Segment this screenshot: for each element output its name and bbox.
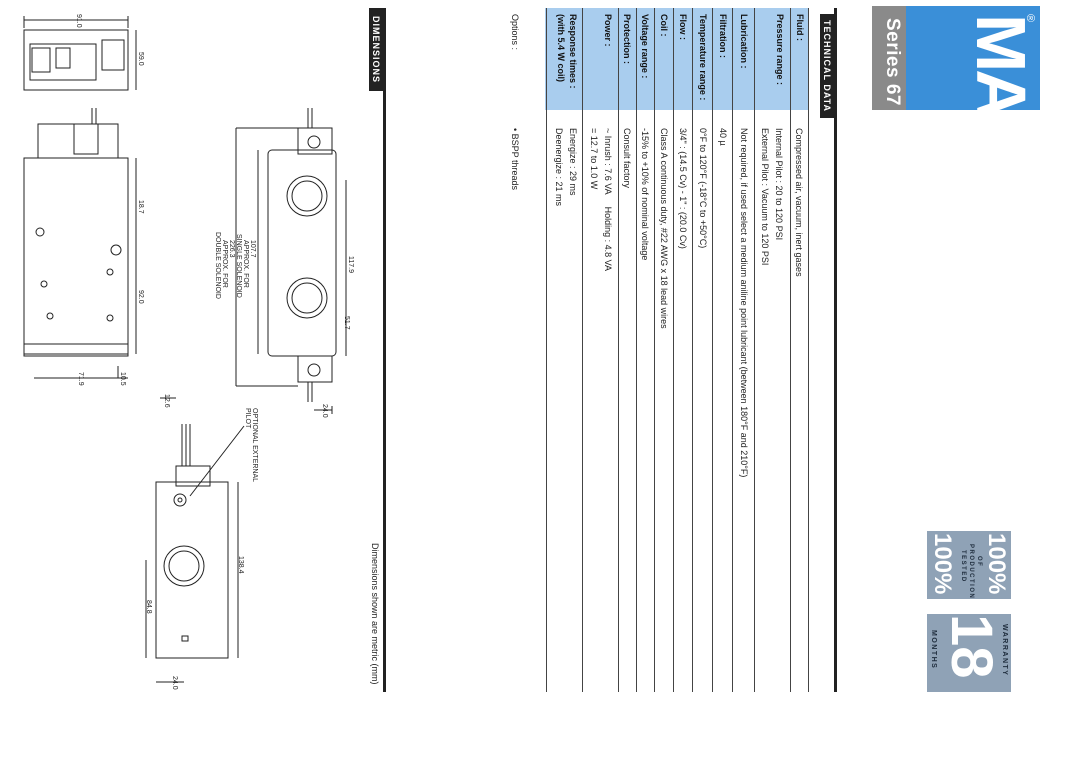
row-rule: [582, 8, 583, 692]
row-rule: [808, 8, 809, 692]
dim-91: 91.0: [75, 14, 82, 28]
solenoid-b: [297, 355, 333, 383]
single-solenoid-body: [155, 481, 229, 659]
solenoid-a: [297, 127, 333, 155]
row-rule: [673, 8, 674, 692]
dim-240-b: 24.0: [171, 676, 178, 690]
dim-rule: [383, 8, 386, 692]
row-rule: [790, 8, 791, 692]
dim-517: 51.7: [343, 316, 350, 330]
dim-59: 59.0: [137, 52, 144, 66]
row-rule: [754, 8, 755, 692]
row-rule: [712, 8, 713, 692]
dim-105: 10.5: [119, 372, 126, 386]
end-view-body: [23, 29, 129, 91]
ext-pilot-2: PILOT: [244, 408, 251, 429]
row-rule: [546, 8, 547, 692]
dim-92: 92.0: [137, 290, 144, 304]
row-rule: [636, 8, 637, 692]
dim-1077: 107.7: [249, 240, 256, 258]
approx-single-1: APPROX. FOR: [242, 240, 249, 288]
approx-single-2: SINGLE SOLENOID: [235, 234, 242, 298]
dim-71: 71.9: [77, 372, 84, 386]
row-rule: [732, 8, 733, 692]
production-tested-badge: [927, 531, 1011, 599]
row-rule: [692, 8, 693, 692]
tech-rule: [834, 8, 837, 692]
dim-1384: 138.4: [237, 556, 244, 574]
dim-848: 84.8: [145, 600, 152, 614]
approx-double-2: DOUBLE SOLENOID: [214, 232, 221, 299]
ext-pilot-1: OPTIONAL EXTERNAL: [251, 408, 258, 483]
dim-240-a: 24.0: [321, 404, 328, 418]
side-view-body: [23, 157, 129, 355]
warranty-badge: [927, 614, 1011, 692]
dim-126: 12.6: [163, 394, 170, 408]
row-rule: [618, 8, 619, 692]
series-strip: [872, 6, 906, 110]
row-rule: [654, 8, 655, 692]
spec-label-column: [545, 8, 809, 110]
dim-2263: 226.3: [228, 240, 235, 258]
end-view-coil: [101, 39, 125, 71]
dim-1179: 117.9: [347, 256, 354, 273]
dim-18: 18.7: [137, 200, 144, 214]
double-solenoid-body: [267, 149, 337, 357]
approx-double-1: APPROX. FOR: [221, 240, 228, 288]
